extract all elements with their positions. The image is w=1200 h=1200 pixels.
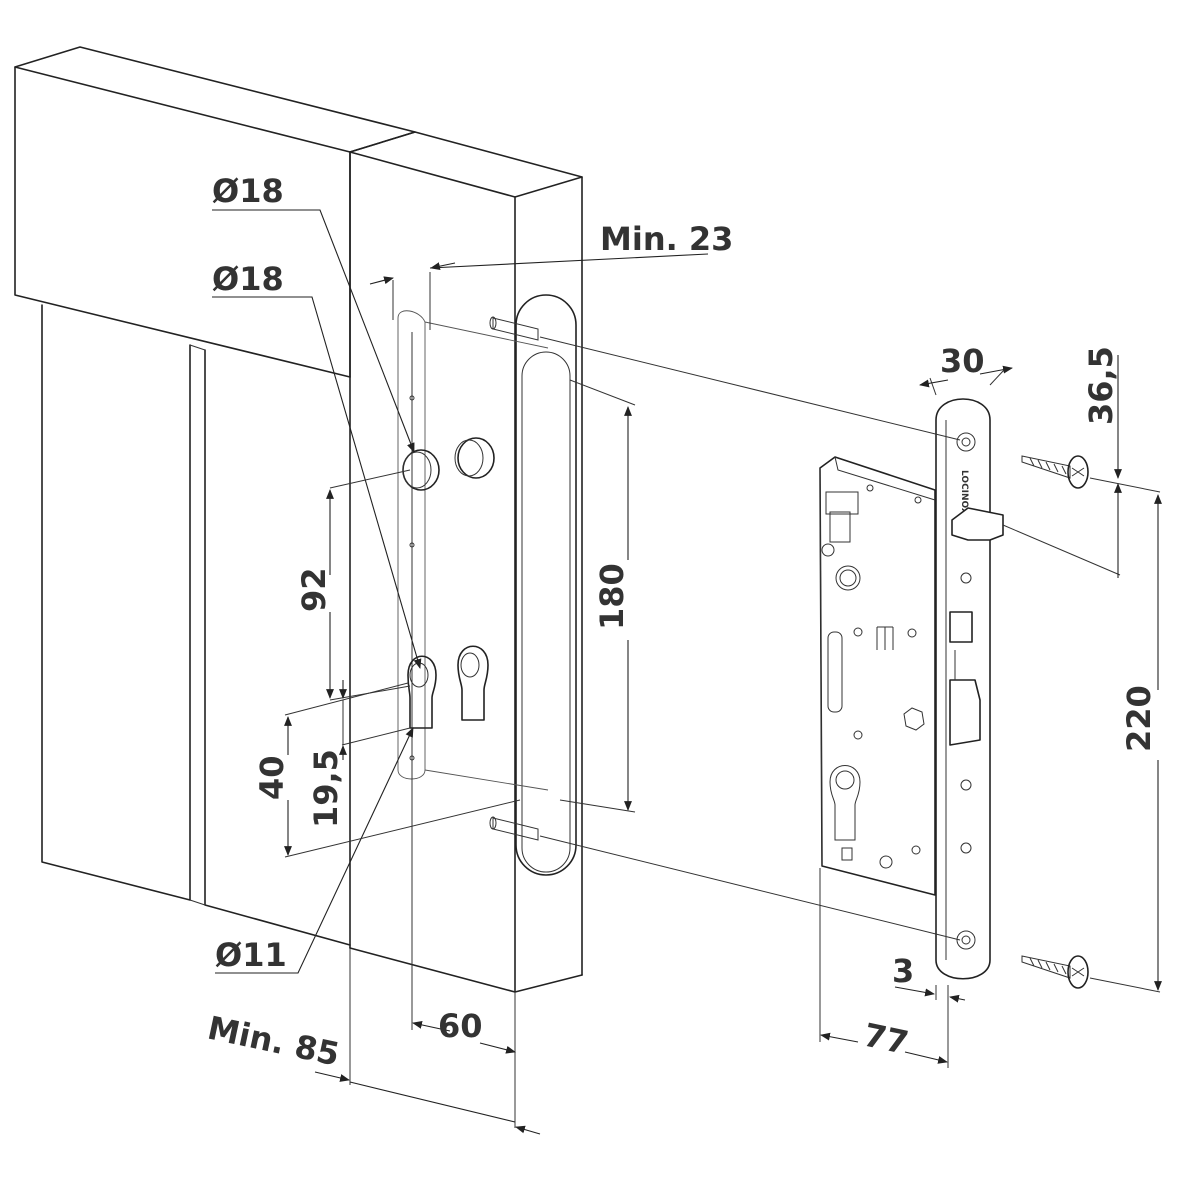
case-window [825,491,859,515]
dim-19-5: 19,5 [307,680,411,828]
faceplate-screw-hole-bottom [956,930,976,950]
dim-40: 40 [253,682,521,858]
spindle-hole-front [402,449,440,491]
cylinder-hole-front [407,655,437,729]
label-40: 40 [253,755,291,800]
dim-180: 180 [559,379,636,813]
mortice-lock: LOCINOX [819,398,1004,980]
post-slot-inner [521,351,571,873]
label-180: 180 [593,563,631,630]
label-min-23: Min. 23 [600,220,733,258]
dim-min-23: Min. 23 [369,220,733,285]
label-hole-dia-top: Ø18 [212,172,284,210]
case-follower-hole [835,565,861,591]
spindle-hole-rear [454,437,495,479]
dim-hole-dia-top: Ø18 [212,172,415,453]
faceplate-brand: LOCINOX [959,470,969,515]
gate-post [349,131,583,1030]
label-92: 92 [295,567,333,612]
case-screw-1 [821,543,835,557]
dimensions: Ø18 Ø18 Ø11 Min. 23 92 [204,172,1162,1135]
cylinder-hole-rear [457,645,489,721]
case-slot [827,631,843,713]
lock-latch-top [949,611,973,643]
faceplate-screw-hole-top [956,432,976,452]
label-36-5: 36,5 [1082,346,1120,425]
post-slot-outline [515,294,577,876]
dim-92: 92 [295,469,411,701]
case-hex-nut [903,707,925,731]
case-cylinder-hole [829,765,861,841]
label-220: 220 [1120,685,1158,752]
label-19-5: 19,5 [307,749,345,828]
label-3: 3 [892,952,914,990]
dim-77: 77 [819,868,948,1064]
dim-60: 60 [412,992,516,1128]
dim-hole-dia-mid: Ø18 [212,260,422,669]
case-screw-2 [879,855,893,869]
screw-top [1021,455,1089,489]
lock-bolt [951,507,1004,541]
dim-220: 220 [1120,494,1162,991]
dim-30: 30 [919,342,1013,396]
top-pin [492,317,539,341]
label-60: 60 [438,1007,483,1045]
dim-36-5: 36,5 [1082,346,1122,578]
label-min-85: Min. 85 [204,1009,342,1074]
alignment-lines [539,336,1161,993]
label-hole-dia-bottom: Ø11 [215,936,287,974]
label-30: 30 [940,342,985,380]
lock-latch [949,679,981,746]
dim-min-85: Min. 85 [204,948,541,1135]
dim-hole-dia-bottom: Ø11 [215,727,414,974]
dim-3: 3 [892,952,966,1068]
screw-bottom [1021,955,1089,989]
bottom-pin [492,817,539,841]
lock-case [819,456,936,896]
label-hole-dia-mid: Ø18 [212,260,284,298]
label-77: 77 [860,1016,911,1062]
